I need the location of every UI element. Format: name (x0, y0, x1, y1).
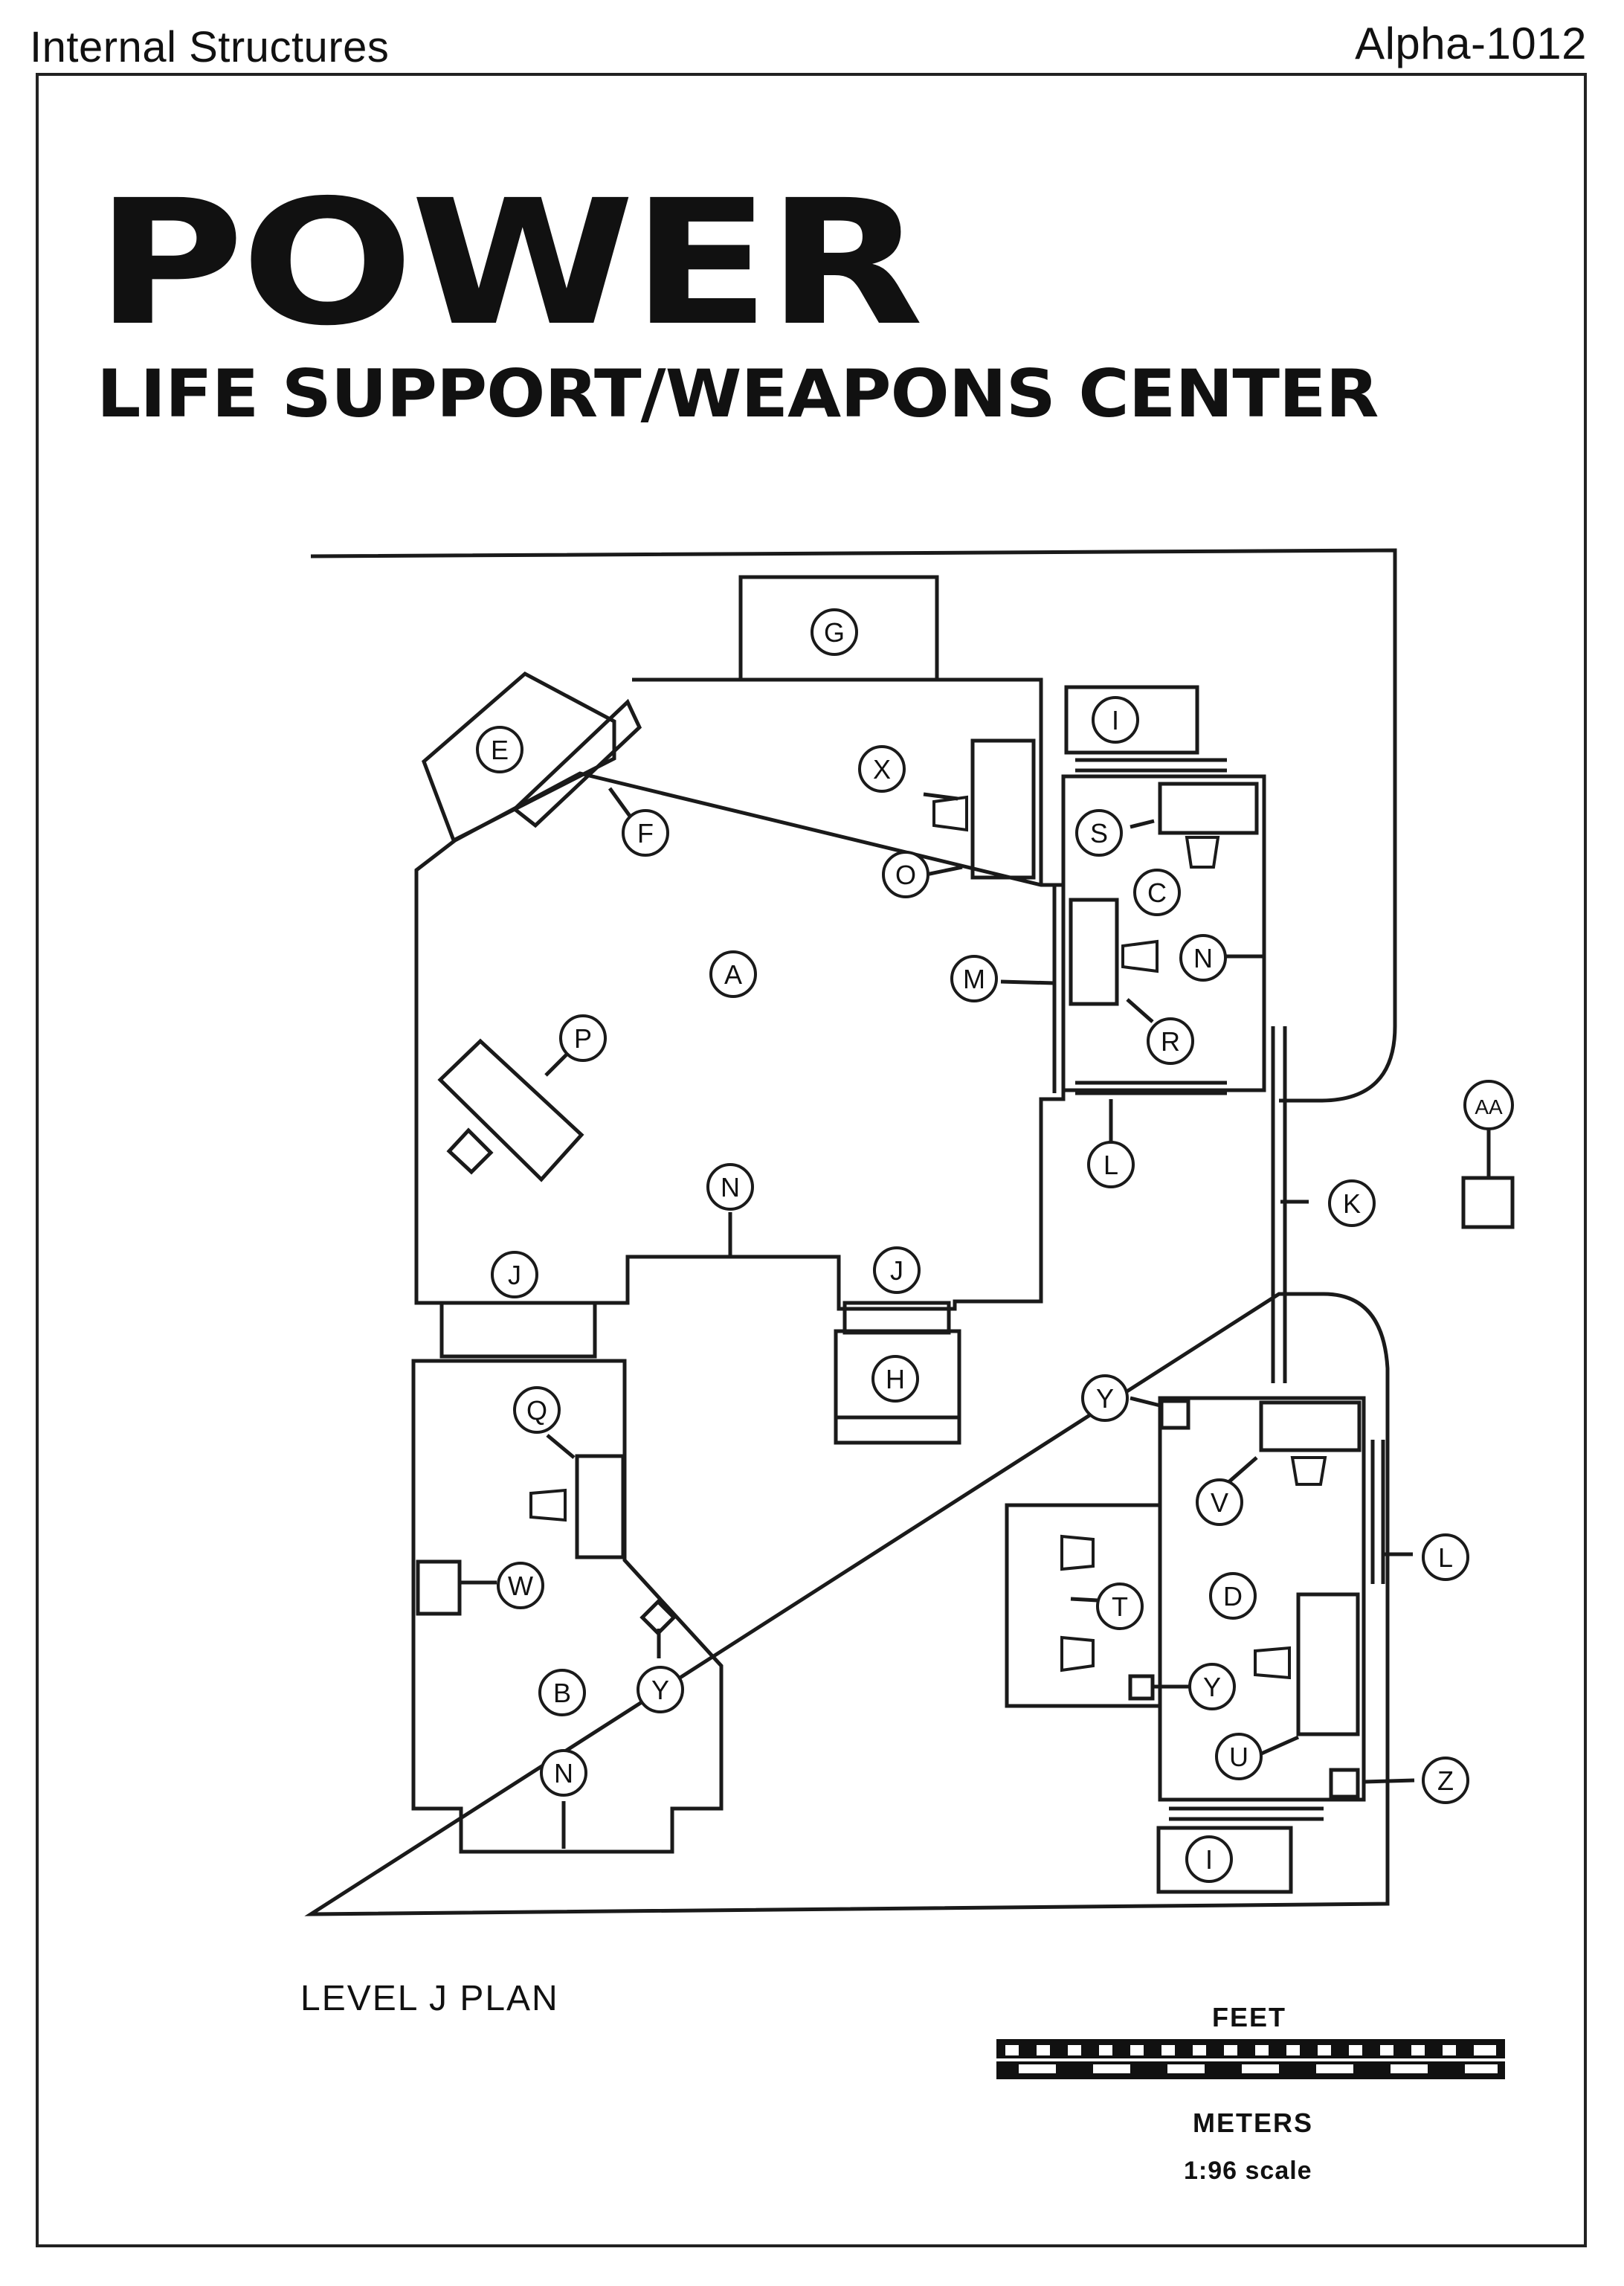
label-p: P (574, 1023, 592, 1054)
label-t: T (1112, 1591, 1128, 1622)
desk-u (1296, 1592, 1360, 1736)
chair-t1 (1060, 1534, 1095, 1571)
chair-v (1290, 1456, 1327, 1486)
chair-q (529, 1488, 567, 1522)
room-e (422, 671, 616, 843)
scale-feet-label: FEET (1212, 2002, 1287, 2032)
desk-v (1259, 1400, 1362, 1452)
chair-u (1254, 1646, 1291, 1680)
scale-feet-ticks (1005, 2045, 1496, 2055)
room-h (834, 1329, 961, 1445)
box-y-d2 (1128, 1674, 1155, 1701)
label-a: A (724, 959, 742, 990)
room-a-outline (414, 677, 1066, 1311)
label-w: W (508, 1571, 533, 1601)
label-n-b: N (554, 1758, 573, 1788)
label-b: B (553, 1678, 571, 1708)
chair-c (1121, 939, 1159, 973)
chair-p (446, 1127, 494, 1175)
label-m: M (963, 964, 985, 994)
label-z: Z (1437, 1765, 1454, 1796)
section-header: Internal Structures (30, 23, 390, 71)
console-f (512, 698, 642, 828)
outer-boundary (304, 548, 1397, 1916)
page-frame (36, 73, 1587, 2247)
label-j-left: J (508, 1260, 521, 1290)
scale-meters-label: METERS (1193, 2108, 1314, 2138)
box-y-b (639, 1599, 677, 1636)
scale-meter-ticks (1019, 2064, 1498, 2073)
label-j-mid: J (890, 1255, 903, 1286)
label-n-a: N (721, 1172, 740, 1202)
desk-q (575, 1454, 625, 1559)
desk-r (1069, 898, 1119, 1006)
label-l-d: L (1438, 1542, 1453, 1573)
label-h: H (886, 1364, 905, 1394)
label-d: D (1223, 1581, 1243, 1612)
box-aa (1461, 1176, 1515, 1229)
plan-caption: LEVEL J PLAN (300, 1979, 559, 2018)
page-title: POWER (95, 163, 924, 364)
label-n-c: N (1193, 943, 1213, 973)
label-aa: AA (1475, 1095, 1503, 1118)
label-i-top: I (1112, 705, 1119, 735)
label-o: O (895, 860, 916, 890)
label-y-d1: Y (1096, 1383, 1114, 1414)
label-y-b: Y (651, 1675, 669, 1705)
label-v: V (1211, 1487, 1228, 1518)
label-e: E (491, 735, 509, 765)
label-u: U (1229, 1742, 1248, 1772)
document-code: Alpha-1012 (1355, 19, 1587, 68)
label-r: R (1161, 1026, 1180, 1057)
chair-x (932, 795, 968, 832)
desk-s (1158, 782, 1259, 835)
label-s: S (1090, 818, 1108, 849)
box-y-d1 (1159, 1399, 1190, 1430)
label-q: Q (526, 1395, 547, 1426)
chair-t2 (1060, 1635, 1095, 1672)
room-i-bottom (1156, 1826, 1293, 1894)
box-z (1329, 1768, 1360, 1799)
alcove-j-left (439, 1301, 597, 1359)
room-c (1061, 774, 1266, 1092)
desk-o (970, 738, 1036, 880)
label-l-c: L (1103, 1150, 1118, 1180)
room-i-top (1064, 685, 1199, 755)
label-x: X (873, 754, 891, 785)
label-f: F (637, 818, 654, 849)
chair-s (1185, 836, 1220, 869)
cabinet-w (416, 1559, 462, 1616)
label-i-bottom: I (1205, 1844, 1213, 1875)
label-g: G (824, 617, 845, 648)
scale-ratio: 1:96 scale (1184, 2157, 1312, 2185)
page-subtitle: LIFE SUPPORT/WEAPONS CENTER (97, 355, 1379, 432)
label-k: K (1343, 1188, 1361, 1219)
label-c: C (1147, 878, 1167, 908)
scale-bar (996, 2039, 1505, 2079)
label-y-d2: Y (1203, 1672, 1221, 1702)
desk-p (437, 1038, 584, 1182)
